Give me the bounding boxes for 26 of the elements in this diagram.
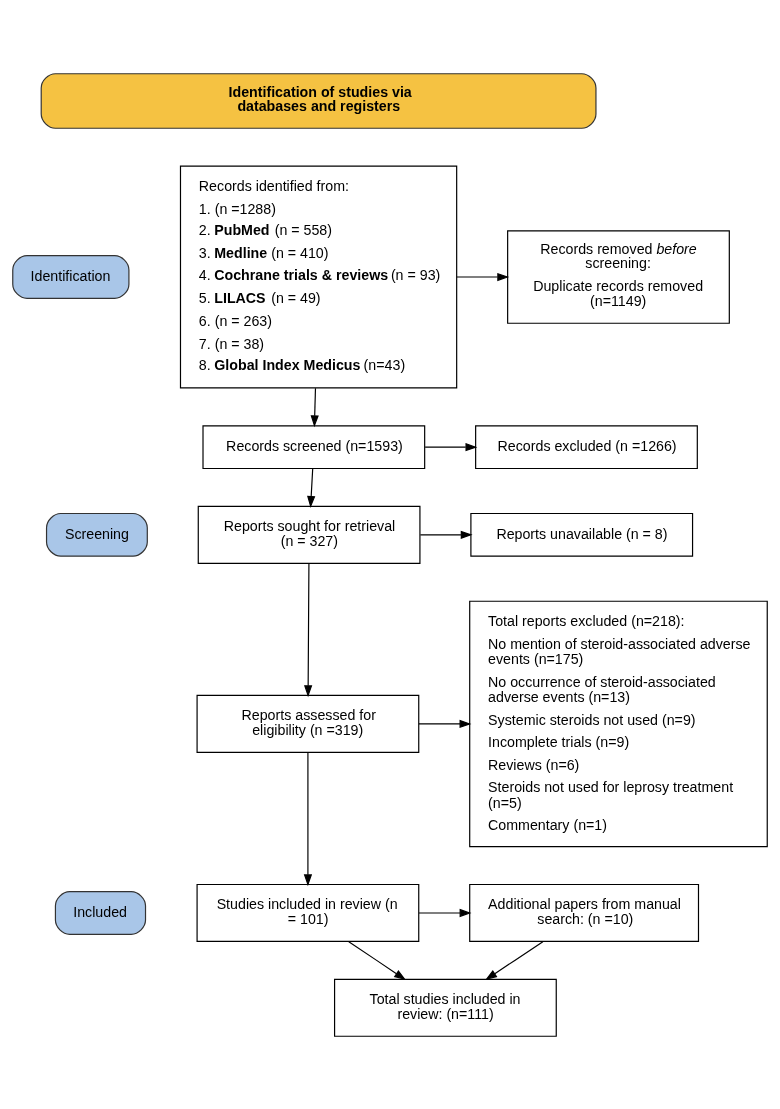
node-box: Screening <box>45 512 148 557</box>
node-box: Total studies included in review: (n=111) <box>334 978 557 1037</box>
node-box: Records excluded (n =1266) <box>475 424 698 469</box>
arrow <box>485 940 544 980</box>
arrow <box>419 530 473 539</box>
arrow <box>303 751 313 886</box>
node-box: Records removed before screening: Duplicate records removed (n=1149) <box>507 229 730 324</box>
node-box: Records screened (n=1593) <box>202 424 426 469</box>
node-box: Records identified from: 1. (n =1288) 2. PubMed (n = 558) 3. Medline (n = 410) 4. Cochrane trials & reviews (n = 93) 5. LILACS (n = 49) 6. (n = 263) 7. (n = 38) 8. Global Index Medicus (n=43) <box>179 165 458 388</box>
node-box: Reports sought for retrieval (n = 327) <box>197 505 421 564</box>
node-box: Included <box>54 890 147 935</box>
arrow <box>424 442 478 451</box>
node-box: Total reports excluded (n=218): No mention of steroid-associated adverse events (n=175) No occurrence of steroid-associated adverse events (n=13) Systemic steroids not used (n=9) Incomplete trials (n=9) Reviews (n=6) Steroids not used for leprosy treatment (n=5) Commentary (n=1) <box>469 600 768 847</box>
node-box: Additional papers from manual search: (n =10) <box>469 883 700 942</box>
node-box: Studies included in review (n = 101) <box>196 883 420 942</box>
arrow <box>307 467 316 508</box>
node-box: Identification of studies via databases and registers <box>40 72 597 129</box>
arrow <box>418 719 472 728</box>
arrow <box>310 387 319 427</box>
arrow <box>418 908 472 917</box>
node-box: Reports assessed for eligibility (n =319) <box>196 694 420 753</box>
node-box: Reports unavailable (n = 8) <box>470 512 694 557</box>
arrow <box>348 940 406 980</box>
arrow <box>304 562 313 697</box>
arrow <box>456 272 510 281</box>
node-box: Identification <box>12 254 130 299</box>
